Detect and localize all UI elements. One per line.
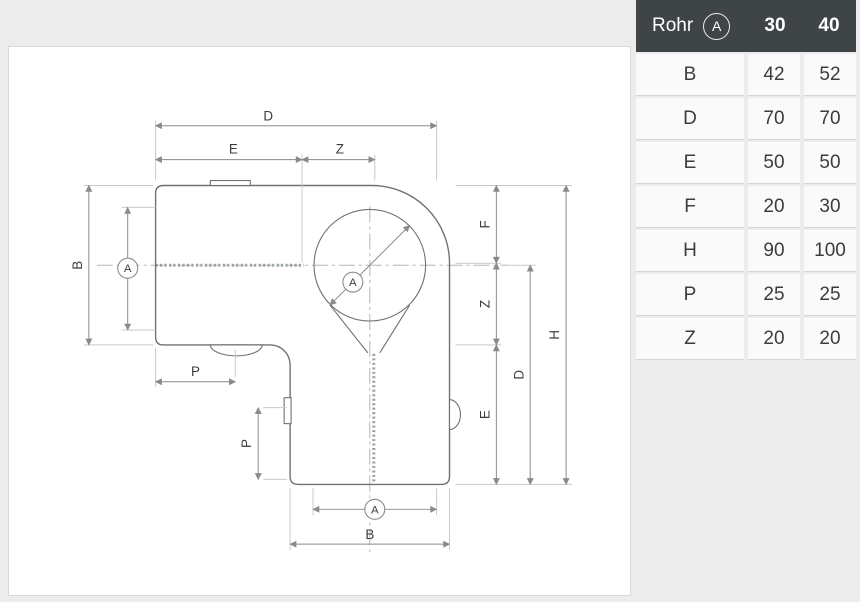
- dimension-lines: [85, 122, 570, 548]
- elbow-body-outline: [154, 184, 451, 486]
- value-cell-40: 70: [804, 98, 856, 140]
- dim-label-f-right: F: [477, 220, 492, 228]
- dimension-labels: D E Z B P P B F Z E D H: [70, 109, 562, 542]
- column-header-size-40: 40: [818, 15, 840, 36]
- value-cell-40: 20: [804, 318, 856, 360]
- table-body: B 42 52 D 70 70 E 50 50 F 20 30 H 90 100…: [636, 54, 856, 360]
- extension-lines: [83, 120, 573, 551]
- dim-label-e-right: E: [477, 410, 492, 419]
- value-cell-30: 42: [748, 54, 800, 96]
- dim-line-a-diagonal: [329, 224, 411, 306]
- dim-label-e-top: E: [229, 142, 238, 157]
- diameter-symbol-left: A: [117, 257, 139, 279]
- dim-label-p-left: P: [191, 364, 200, 379]
- elbow-outline: [154, 179, 461, 486]
- throat-line-left: [329, 304, 369, 354]
- value-cell-30: 70: [748, 98, 800, 140]
- svg-text:A: A: [349, 277, 357, 289]
- value-cell-30: 90: [748, 230, 800, 272]
- table-header-label: Rohr: [652, 15, 694, 36]
- value-cell-40: 100: [804, 230, 856, 272]
- dim-label-d-top: D: [263, 109, 273, 124]
- throat-line-right: [379, 304, 411, 354]
- value-cell-40: 25: [804, 274, 856, 316]
- diameter-symbol-badge: A: [703, 12, 731, 40]
- table-row: B 42 52: [636, 54, 856, 96]
- svg-text:A: A: [124, 263, 132, 275]
- param-cell: P: [636, 274, 744, 316]
- diameter-symbol-diagonal: A: [342, 271, 364, 293]
- value-cell-30: 20: [748, 186, 800, 228]
- drawing-panel: D E Z B P P B F Z E D H A A A: [8, 46, 631, 596]
- param-cell: E: [636, 142, 744, 184]
- spec-table: Rohr A 30 40 B 42 52 D 70 70 E 50 50 F 2…: [636, 0, 856, 360]
- table-row: E 50 50: [636, 142, 856, 184]
- value-cell-30: 50: [748, 142, 800, 184]
- elbow-fitting-drawing: D E Z B P P B F Z E D H A A A: [70, 109, 573, 554]
- param-cell: H: [636, 230, 744, 272]
- table-header-title: Rohr A: [636, 12, 748, 40]
- value-cell-30: 25: [748, 274, 800, 316]
- left-rib-tab: [283, 397, 292, 425]
- table-header: Rohr A 30 40: [636, 0, 856, 52]
- table-row: H 90 100: [636, 230, 856, 272]
- table-row: D 70 70: [636, 98, 856, 140]
- dim-label-b-bottom: B: [365, 527, 374, 542]
- param-cell: D: [636, 98, 744, 140]
- diameter-symbol-bottom: A: [364, 498, 386, 520]
- dim-label-d-right: D: [511, 370, 526, 380]
- dim-label-b-left: B: [70, 261, 85, 270]
- bore-seam-lines: [155, 263, 376, 484]
- bottom-boss: [209, 344, 263, 357]
- top-rib-tab: [209, 179, 251, 187]
- ball-corner-circle: [313, 208, 427, 322]
- value-cell-40: 30: [804, 186, 856, 228]
- dim-label-p-bottom: P: [239, 439, 254, 448]
- dim-label-z-top: Z: [336, 142, 344, 157]
- param-cell: F: [636, 186, 744, 228]
- table-row: P 25 25: [636, 274, 856, 316]
- table-row: Z 20 20: [636, 318, 856, 360]
- dim-label-z-right: Z: [477, 300, 492, 308]
- dim-label-h-right: H: [547, 330, 562, 340]
- svg-text:A: A: [371, 504, 379, 516]
- right-boss: [448, 399, 461, 431]
- value-cell-40: 50: [804, 142, 856, 184]
- column-header-size-30: 30: [764, 15, 786, 36]
- param-cell: B: [636, 54, 744, 96]
- value-cell-40: 52: [804, 54, 856, 96]
- value-cell-30: 20: [748, 318, 800, 360]
- table-row: F 20 30: [636, 186, 856, 228]
- param-cell: Z: [636, 318, 744, 360]
